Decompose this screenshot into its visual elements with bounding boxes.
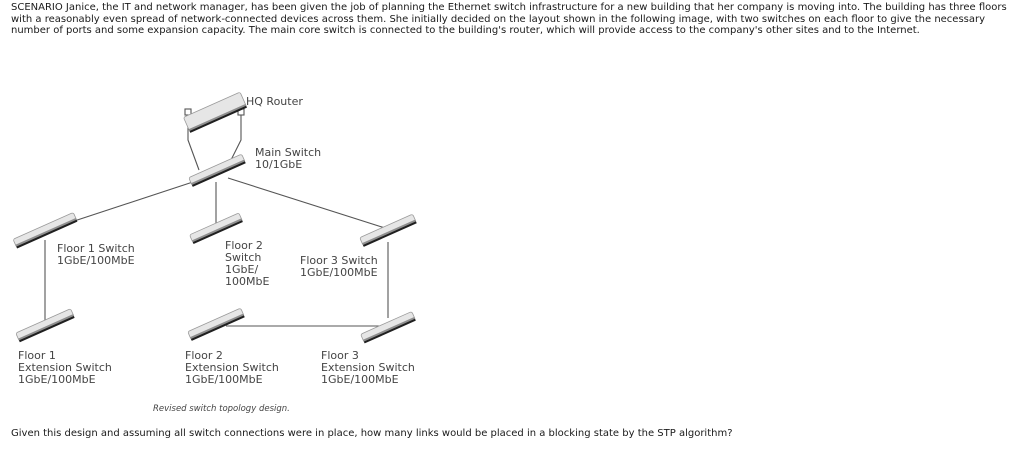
main-switch-label: Main Switch 10/1GbE [255, 146, 322, 171]
floor2-switch-label: Floor 2 Switch 1GbE/ 100MbE [225, 239, 270, 288]
scenario-text: SCENARIO Janice, the IT and network mana… [11, 2, 1007, 36]
devices [13, 92, 417, 344]
floor1-extension-switch-label: Floor 1 Extension Switch 1GbE/100MbE [18, 349, 112, 386]
floor3-switch-label: Floor 3 Switch 1GbE/100MbE [300, 254, 378, 279]
floor2-extension-switch-icon [187, 308, 245, 341]
hq-router-icon [183, 92, 247, 133]
main-switch-icon [188, 154, 246, 187]
link-main-floor1 [52, 177, 206, 229]
floor3-extension-switch-icon [360, 311, 416, 344]
floor1-switch-label: Floor 1 Switch 1GbE/100MbE [57, 242, 135, 267]
link-router-main-right [229, 112, 242, 163]
hq-router-label: HQ Router [246, 95, 303, 108]
link-main-floor3 [227, 177, 386, 229]
links [44, 108, 389, 327]
question-text: Given this design and assuming all switc… [11, 428, 733, 439]
floor1-switch-icon [13, 212, 78, 249]
floor2-extension-switch-label: Floor 2 Extension Switch 1GbE/100MbE [185, 349, 279, 386]
floor3-extension-switch-label: Floor 3 Extension Switch 1GbE/100MbE [321, 349, 415, 386]
floor3-switch-icon [359, 214, 417, 247]
floor2-switch-icon [189, 213, 243, 245]
diagram-caption: Revised switch topology design. [153, 404, 290, 414]
floor1-extension-switch-icon [16, 308, 75, 343]
